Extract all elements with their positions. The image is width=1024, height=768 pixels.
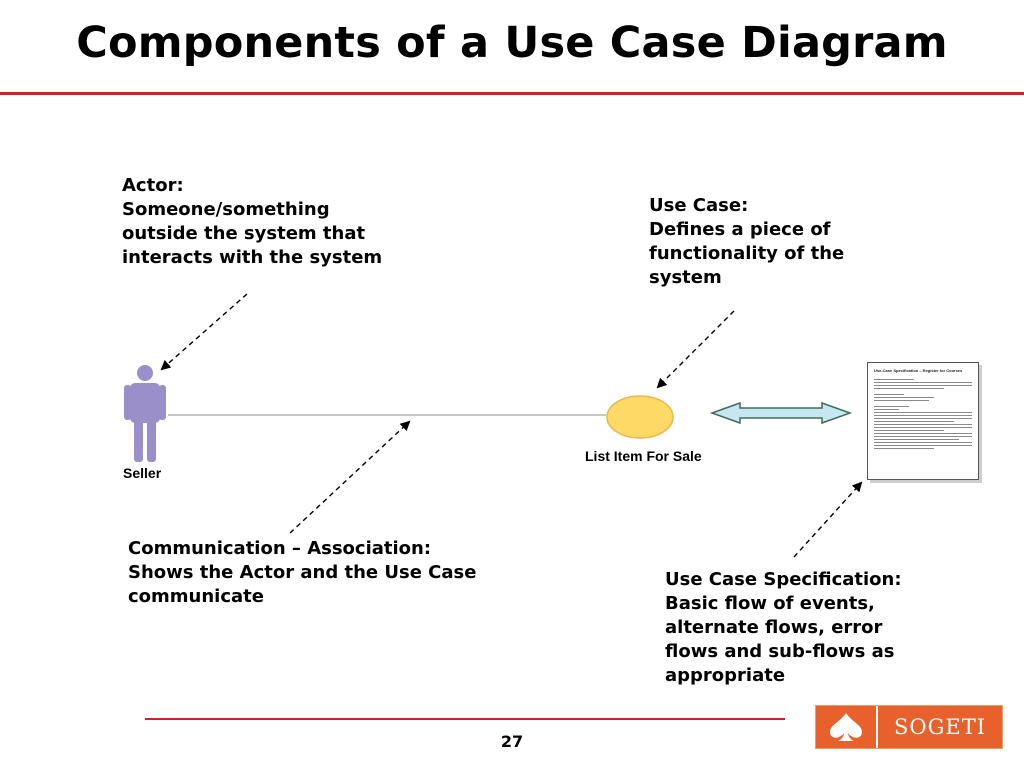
spec-doc-line bbox=[874, 415, 972, 416]
actor-callout-line: outside the system that bbox=[122, 223, 366, 244]
spec-doc-line bbox=[874, 406, 909, 407]
spec-doc-line bbox=[874, 394, 904, 395]
use-case-spec-document: Use-Case Specification – Register for Co… bbox=[867, 362, 979, 480]
spec-doc-line bbox=[874, 418, 972, 419]
spec-doc-line bbox=[874, 421, 954, 422]
spec-doc-line bbox=[874, 388, 944, 389]
spec-doc-line bbox=[874, 436, 972, 437]
spec-doc-line bbox=[874, 445, 972, 446]
specification-callout: Use Case Specification: Basic flow of ev… bbox=[665, 568, 902, 688]
use-case-label: List Item For Sale bbox=[585, 448, 702, 464]
sogeti-logo: SOGETI bbox=[815, 705, 1003, 749]
specification-callout-line: appropriate bbox=[665, 665, 786, 686]
use-case-callout-arrow bbox=[656, 310, 735, 389]
use-case-callout-line: system bbox=[649, 267, 722, 288]
spec-doc-line bbox=[874, 424, 972, 425]
spec-doc-line bbox=[874, 433, 972, 434]
use-case-callout-line: Defines a piece of bbox=[649, 219, 831, 240]
communication-callout-line: Shows the Actor and the Use Case bbox=[128, 562, 477, 583]
specification-callout-line: Basic flow of events, bbox=[665, 593, 875, 614]
specification-callout-line: Use Case Specification: bbox=[665, 569, 902, 590]
use-case-callout: Use Case: Defines a piece of functionali… bbox=[649, 194, 844, 290]
logo-text: SOGETI bbox=[876, 706, 1002, 748]
double-arrow bbox=[709, 401, 853, 425]
spec-doc-line bbox=[874, 427, 972, 428]
spec-doc-line bbox=[874, 442, 972, 443]
spade-icon bbox=[816, 706, 876, 748]
spec-doc-line bbox=[874, 379, 914, 380]
spec-doc-line bbox=[874, 400, 929, 401]
actor-figure bbox=[124, 365, 166, 462]
use-case-callout-line: Use Case: bbox=[649, 195, 749, 216]
spec-doc-line bbox=[874, 439, 959, 440]
specification-callout-line: flows and sub-flows as bbox=[665, 641, 895, 662]
specification-callout-line: alternate flows, error bbox=[665, 617, 883, 638]
page-number: 27 bbox=[500, 732, 524, 751]
spec-doc-line bbox=[874, 397, 934, 398]
title-divider bbox=[0, 92, 1024, 95]
slide-title: Components of a Use Case Diagram bbox=[76, 18, 948, 68]
spec-doc-line bbox=[874, 409, 899, 410]
association-callout-arrow bbox=[289, 420, 411, 534]
actor-callout-line: Someone/something bbox=[122, 199, 330, 220]
spec-doc-line bbox=[874, 412, 972, 413]
communication-callout-line: communicate bbox=[128, 586, 264, 607]
use-case-ellipse bbox=[606, 395, 674, 439]
actor-callout-arrow bbox=[160, 293, 248, 371]
actor-callout: Actor: Someone/something outside the sys… bbox=[122, 174, 382, 270]
actor-label: Seller bbox=[123, 465, 162, 481]
spec-doc-title: Use-Case Specification – Register for Co… bbox=[874, 368, 963, 373]
spec-doc-line bbox=[874, 430, 944, 431]
spec-doc-line bbox=[874, 385, 972, 386]
communication-callout-line: Communication – Association: bbox=[128, 538, 432, 559]
actor-callout-line: Actor: bbox=[122, 175, 184, 196]
communication-callout: Communication – Association: Shows the A… bbox=[128, 537, 476, 609]
specification-callout-arrow bbox=[793, 481, 863, 558]
spec-doc-line bbox=[874, 382, 972, 383]
spec-doc-line bbox=[874, 448, 934, 449]
footer-divider bbox=[145, 718, 785, 720]
actor-callout-line: interacts with the system bbox=[122, 247, 383, 268]
use-case-callout-line: functionality of the bbox=[649, 243, 845, 264]
